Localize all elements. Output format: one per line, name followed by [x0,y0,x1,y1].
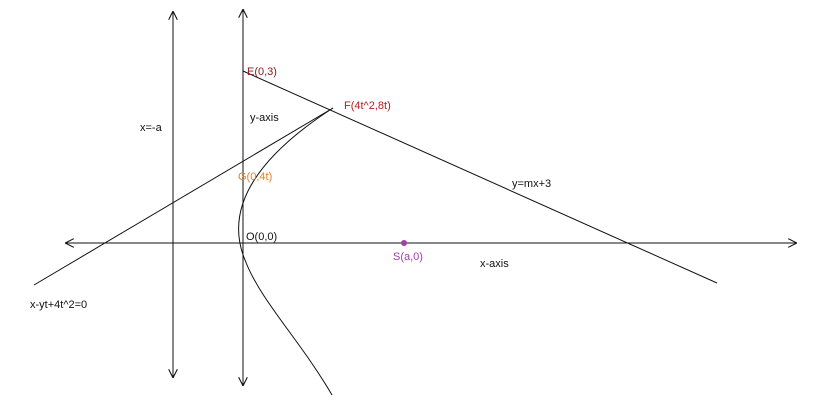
parabola-curve [238,107,334,396]
chord-line [33,107,334,286]
point-e-label: E(0,3) [247,66,277,78]
point-s-label: S(a,0) [393,251,423,263]
focus-point [401,240,407,246]
tangent-line [242,70,718,284]
origin-label: O(0,0) [246,231,277,243]
tangent-line-label: y=mx+3 [512,178,551,190]
chord-line-label: x-yt+4t^2=0 [30,299,87,311]
y-axis-label: y-axis [250,112,279,124]
directrix-label: x=-a [140,122,163,134]
point-f-label: F(4t^2,8t) [344,100,391,112]
point-g-label: G(0,4t) [238,171,272,183]
x-axis-label: x-axis [480,258,509,270]
